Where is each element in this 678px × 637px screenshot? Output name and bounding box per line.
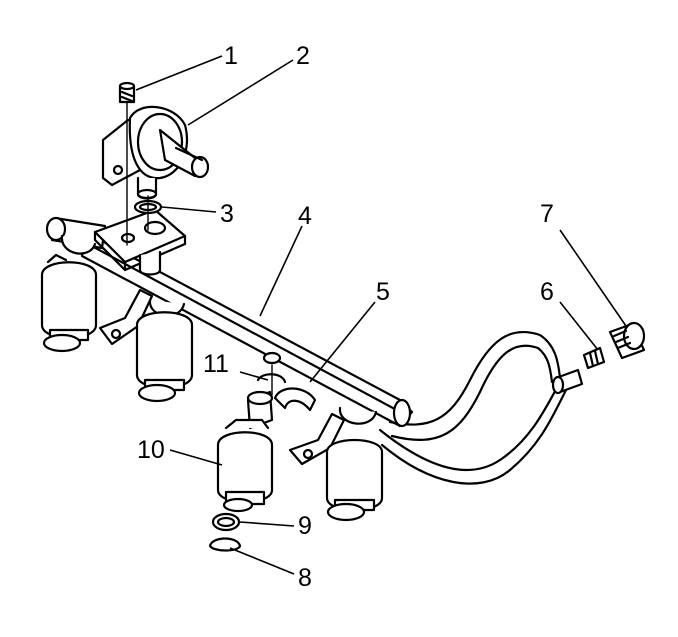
fuel-pressure-regulator: [101, 105, 210, 200]
leader-lines: [135, 55, 627, 575]
injector-backup-ring: [208, 537, 242, 552]
callout-10: 10: [137, 436, 165, 464]
regulator-o-ring: [133, 195, 163, 231]
fuel-injector-3-exploded: [216, 390, 274, 513]
schrader-valve: [582, 346, 606, 370]
injector-retainer-clip: [273, 387, 317, 412]
regulator-mounting-plate: [93, 208, 187, 276]
callout-3: 3: [220, 200, 234, 228]
callout-8: 8: [298, 564, 312, 592]
callout-6: 6: [540, 278, 554, 306]
injector-lower-o-ring: [211, 512, 241, 532]
callout-9: 9: [298, 512, 312, 540]
callout-4: 4: [298, 202, 312, 230]
fuel-pipe-fitting: [551, 368, 584, 395]
fuel-injector-2: [135, 311, 194, 403]
regulator-screw: [118, 81, 136, 246]
fuel-injector-1: [40, 253, 98, 353]
schrader-valve-cap: [608, 321, 646, 360]
injector-retainer: [256, 351, 287, 396]
callout-1: 1: [224, 42, 238, 70]
callout-11: 11: [203, 350, 229, 378]
callout-5: 5: [376, 278, 390, 306]
fuel-feed-pipe: [378, 330, 568, 485]
callout-labels: 1 2 3 4 5 6 7 8 9 10 11: [137, 42, 554, 592]
callout-7: 7: [540, 200, 554, 228]
callout-2: 2: [296, 42, 310, 70]
fuel-rail: [45, 216, 414, 466]
fuel-injector-4: [325, 438, 384, 522]
